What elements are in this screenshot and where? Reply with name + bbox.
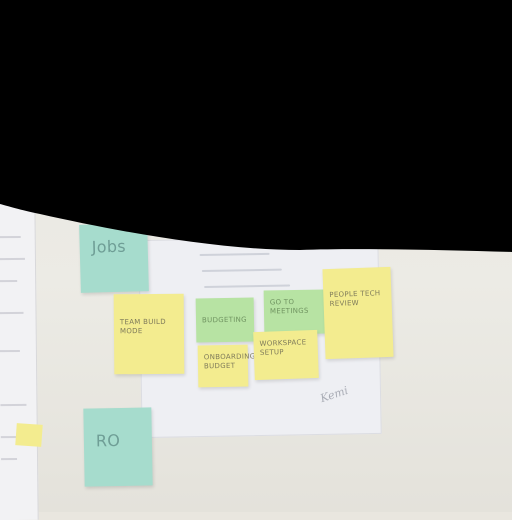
- lens-black-mask: [0, 0, 512, 252]
